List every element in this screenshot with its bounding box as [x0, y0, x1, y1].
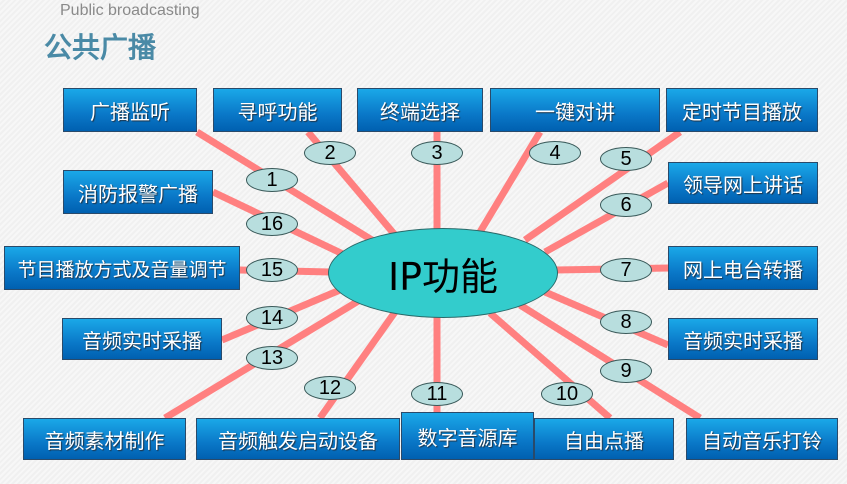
function-box-4: 一键对讲	[490, 88, 660, 132]
function-box-13: 音频素材制作	[23, 418, 186, 460]
number-bubble-3: 3	[411, 141, 463, 165]
number-bubble-7: 7	[600, 258, 652, 282]
center-ip-function: IP功能	[328, 228, 558, 318]
number-bubble-1: 1	[246, 168, 298, 192]
number-bubble-16: 16	[246, 212, 298, 236]
function-box-2: 寻呼功能	[213, 88, 342, 132]
function-box-12: 音频触发启动设备	[196, 418, 400, 460]
function-box-1: 广播监听	[63, 88, 197, 132]
number-bubble-13: 13	[246, 346, 298, 370]
function-box-6: 领导网上讲话	[668, 162, 818, 204]
number-bubble-8: 8	[600, 310, 652, 334]
connector-5	[522, 129, 683, 243]
connector-6	[543, 179, 670, 256]
function-box-9: 自动音乐打铃	[686, 418, 838, 460]
function-box-15: 节目播放方式及音量调节	[4, 246, 240, 290]
number-bubble-2: 2	[304, 141, 356, 165]
number-bubble-5: 5	[600, 147, 652, 171]
function-box-5: 定时节目播放	[666, 88, 818, 132]
connector-12	[317, 309, 398, 421]
function-box-16: 消防报警广播	[63, 170, 213, 214]
number-bubble-15: 15	[246, 258, 298, 282]
number-bubble-4: 4	[529, 141, 581, 165]
number-bubble-14: 14	[246, 306, 298, 330]
function-box-8: 音频实时采播	[668, 318, 818, 360]
number-bubble-9: 9	[600, 359, 652, 383]
function-box-11: 数字音源库	[401, 412, 534, 460]
function-box-7: 网上电台转播	[668, 246, 818, 290]
number-bubble-6: 6	[600, 193, 652, 217]
slide-title: 公共广播	[44, 31, 157, 64]
function-box-14: 音频实时采播	[62, 318, 222, 360]
number-bubble-12: 12	[304, 376, 356, 400]
function-box-3: 终端选择	[357, 88, 483, 132]
number-bubble-10: 10	[541, 382, 593, 406]
number-bubble-11: 11	[411, 382, 463, 406]
connector-10	[487, 310, 613, 421]
function-box-10: 自由点播	[534, 418, 674, 460]
slide-subtitle: Public broadcasting	[60, 2, 200, 19]
